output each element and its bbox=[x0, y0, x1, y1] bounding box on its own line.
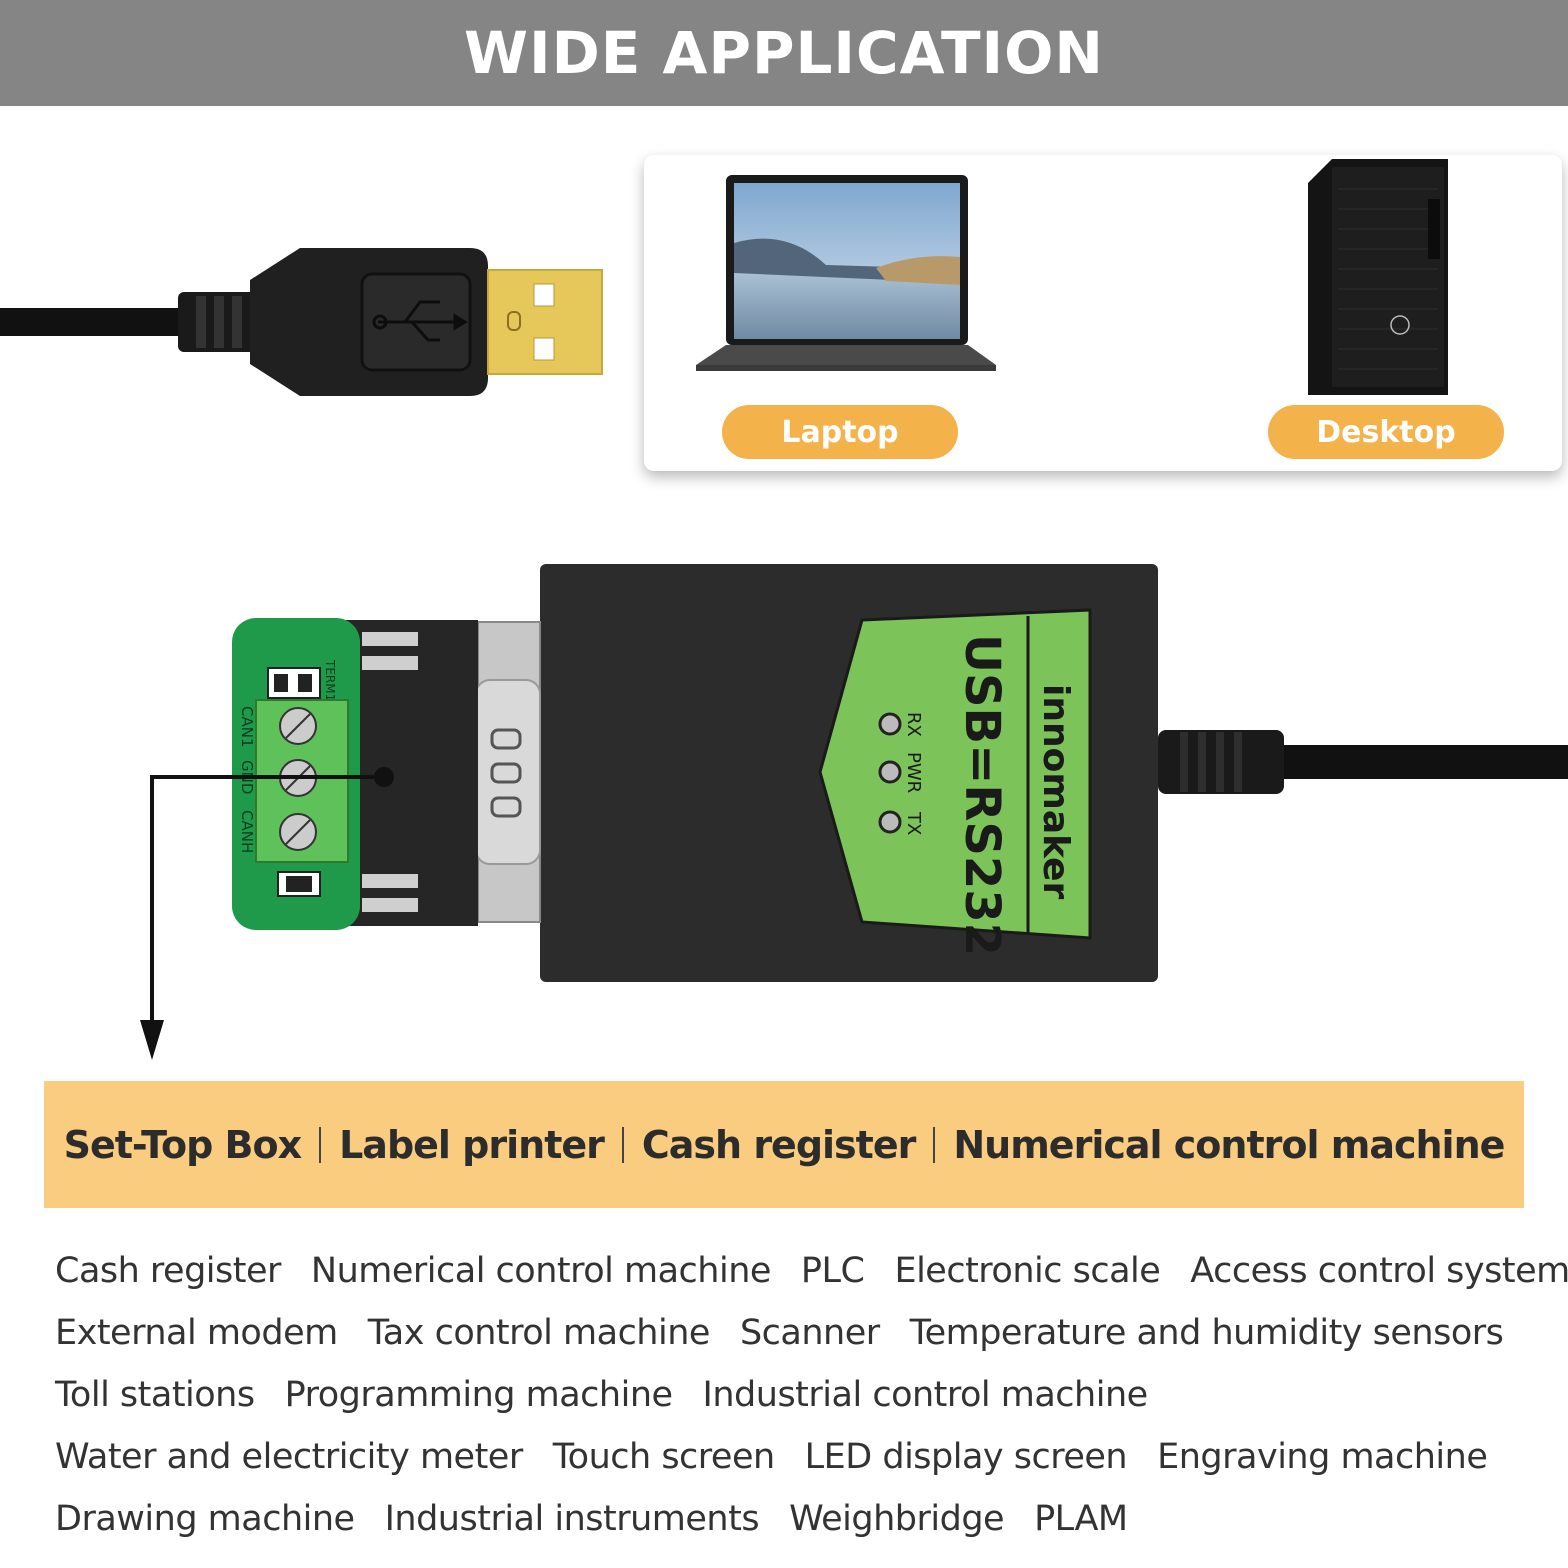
application-item: Water and electricity meter bbox=[55, 1437, 523, 1477]
jumper-label: TERM1 bbox=[323, 659, 337, 701]
laptop-label: Laptop bbox=[722, 405, 958, 459]
application-item: PLAM bbox=[1034, 1499, 1128, 1539]
application-item: Cash register bbox=[55, 1251, 281, 1291]
highlight-app: Label printer bbox=[339, 1122, 605, 1167]
application-item: Weighbridge bbox=[789, 1499, 1005, 1539]
laptop-image bbox=[696, 175, 996, 371]
desktop-label: Desktop bbox=[1268, 405, 1504, 459]
led-indicators: RX PWR TX bbox=[878, 712, 924, 835]
led-label: TX bbox=[903, 811, 924, 835]
led-label: RX bbox=[903, 712, 924, 737]
application-item: Electronic scale bbox=[894, 1251, 1161, 1291]
usb-plug-image bbox=[0, 248, 603, 396]
application-item: Engraving machine bbox=[1157, 1437, 1488, 1477]
header-banner: WIDE APPLICATION bbox=[0, 0, 1568, 106]
terminal-label: CAN1 bbox=[238, 706, 256, 748]
applications-row: Water and electricity meter Touch screen… bbox=[55, 1426, 1535, 1488]
application-item: Programming machine bbox=[284, 1375, 673, 1415]
divider bbox=[319, 1126, 322, 1163]
page-title: WIDE APPLICATION bbox=[464, 19, 1104, 87]
highlight-apps-band: Set-Top Box Label printer Cash register … bbox=[44, 1081, 1524, 1208]
application-item: Industrial instruments bbox=[384, 1499, 760, 1539]
application-item: Access control system bbox=[1190, 1251, 1568, 1291]
application-item: PLC bbox=[800, 1251, 865, 1291]
application-item: Scanner bbox=[739, 1313, 880, 1353]
application-item: Temperature and humidity sensors bbox=[909, 1313, 1504, 1353]
adapter-image: innomaker USB=RS232 RX PWR TX TERM1 CAN1… bbox=[140, 564, 1568, 1060]
application-item: Drawing machine bbox=[55, 1499, 355, 1539]
tx-led-icon bbox=[878, 810, 902, 834]
pointer-arrow-icon bbox=[140, 767, 394, 1060]
model-label: USB=RS232 bbox=[954, 634, 1010, 956]
applications-row: Cash register Numerical control machine … bbox=[55, 1240, 1568, 1302]
application-item: Numerical control machine bbox=[310, 1251, 772, 1291]
application-item: Toll stations bbox=[55, 1375, 255, 1415]
application-item: Industrial control machine bbox=[702, 1375, 1149, 1415]
application-item: Touch screen bbox=[552, 1437, 775, 1477]
applications-list: Cash register Numerical control machine … bbox=[55, 1240, 1568, 1550]
highlight-app: Numerical control machine bbox=[953, 1122, 1505, 1167]
application-item: Tax control machine bbox=[367, 1313, 711, 1353]
applications-row: External modem Tax control machine Scann… bbox=[55, 1302, 1535, 1364]
pwr-led-icon bbox=[878, 760, 902, 784]
desktop-image bbox=[1308, 159, 1448, 395]
usb-symbol-icon bbox=[372, 300, 468, 342]
applications-row: Drawing machine Industrial instruments W… bbox=[55, 1488, 1535, 1550]
terminal-label: CANH bbox=[238, 810, 256, 853]
device-card: Laptop Desktop bbox=[644, 155, 1562, 471]
brand-label: innomaker bbox=[1035, 684, 1076, 900]
highlight-app: Set-Top Box bbox=[63, 1122, 302, 1167]
highlight-app: Cash register bbox=[641, 1122, 916, 1167]
rx-led-icon bbox=[878, 712, 902, 736]
dell-logo-icon bbox=[1390, 315, 1410, 335]
divider bbox=[933, 1126, 936, 1163]
application-item: External modem bbox=[55, 1313, 338, 1353]
application-item: LED display screen bbox=[804, 1437, 1128, 1477]
applications-row: Toll stations Programming machine Indust… bbox=[55, 1364, 1535, 1426]
divider bbox=[621, 1126, 624, 1163]
led-label: PWR bbox=[903, 752, 924, 793]
